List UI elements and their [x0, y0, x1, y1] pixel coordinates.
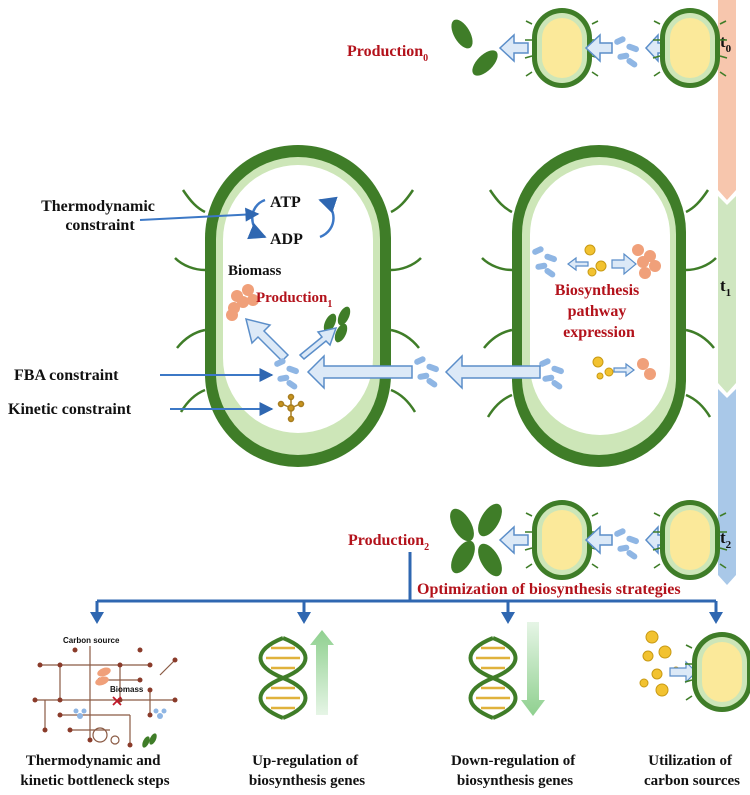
constraint-labels: Thermodynamic constraint FBA constraint …: [8, 198, 274, 418]
product-ellipses-bottom: [450, 503, 502, 577]
bottom-row: Production2 Optimization of biosynthesis…: [348, 499, 728, 598]
thermo-pointer: [139, 207, 260, 222]
pathway-expression-label: Biosynthesis pathway expression: [555, 282, 643, 341]
up-arrow-icon: [310, 630, 334, 715]
cell-right-flagella: [481, 189, 717, 418]
timeline: t0 t1 t2: [718, 0, 736, 585]
adp-label: ADP: [270, 231, 303, 248]
production-0-label: Production0: [347, 43, 428, 64]
strategy-caption-2: Up-regulation of biosynthesis genes: [249, 753, 365, 789]
strategy-branches: [95, 552, 718, 614]
timeline-label-t0: t0: [720, 32, 732, 55]
atp-label: ATP: [270, 194, 301, 211]
biomass-blobs: [226, 284, 259, 321]
metabolic-network-icon: Carbon source: [32, 636, 178, 748]
strategy-caption-4: Utilization of carbon sources: [644, 753, 740, 789]
down-regulation-icon: [468, 622, 545, 720]
thermo-constraint-label: Thermodynamic constraint: [41, 198, 159, 234]
cell-right: Biosynthesis pathway expression: [481, 145, 717, 467]
network-biomass-label: Biomass: [110, 685, 144, 694]
blue-substrate-top: [613, 35, 640, 69]
carbon-utilization-icon: [639, 630, 750, 713]
hollow-arrow-bottom-1: [498, 525, 529, 555]
uptake-arrow: [669, 660, 697, 684]
timeline-segment-t1: [718, 196, 736, 393]
bacterium-top-right: [652, 7, 728, 89]
kinetic-constraint-label: Kinetic constraint: [8, 401, 132, 418]
strategy-branch-heads: [90, 612, 723, 624]
hollow-arrow-bottom-2: [584, 525, 613, 555]
network-carbon-source-label: Carbon source: [63, 636, 120, 645]
timeline-segment-t2: [718, 389, 736, 585]
bottleneck-x-icon: [112, 696, 122, 706]
hollow-arrow-intercell-left: [306, 354, 413, 390]
kinetic-molecule: [277, 393, 305, 423]
down-arrow-icon: [521, 622, 545, 716]
biomass-label: Biomass: [228, 263, 282, 279]
atp-cycle-arrow-right: [318, 196, 338, 239]
pathway-bottom-molecules: [538, 356, 656, 391]
up-regulation-icon: [258, 630, 334, 720]
bacterium-utilization: [684, 631, 750, 713]
fba-constraint-label: FBA constraint: [14, 367, 119, 384]
carbon-source-circles: [639, 630, 680, 697]
cell-left: ATP ADP Biomass Production1: [174, 145, 422, 467]
product-ellipses-cell: [323, 306, 351, 343]
blue-substrate-bottom: [613, 527, 640, 561]
production-1-label: Production1: [256, 290, 332, 310]
timeline-segment-t0: [718, 0, 736, 200]
bacterium-bottom-right: [652, 499, 728, 581]
product-ellipses-top: [451, 19, 498, 76]
optimization-label: Optimization of biosynthesis strategies: [417, 581, 681, 598]
blue-substrate-between: [413, 355, 440, 389]
dna-helix-up: [258, 636, 308, 720]
dna-helix-down: [468, 636, 518, 720]
production-2-label: Production2: [348, 532, 429, 553]
timeline-label-t1: t1: [720, 276, 731, 299]
timeline-label-t2: t2: [720, 528, 732, 551]
strategy-captions: Thermodynamic and kinetic bottleneck ste…: [20, 753, 740, 789]
top-row: Production0: [347, 7, 728, 89]
hollow-arrow-to-product: [298, 326, 338, 361]
network-blue-molecules: [73, 708, 167, 719]
network-green-product: [142, 733, 157, 748]
intercell-transfer: [306, 354, 541, 390]
hollow-arrow-top-2: [584, 33, 613, 63]
pathway-top-molecules: [531, 244, 661, 279]
hollow-arrow-to-biomass: [244, 317, 290, 363]
strategy-caption-1: Thermodynamic and kinetic bottleneck ste…: [20, 753, 169, 789]
strategy-caption-3: Down-regulation of biosynthesis genes: [451, 753, 579, 789]
hollow-arrow-top-1: [498, 33, 529, 63]
hollow-arrow-intercell-right: [444, 354, 541, 390]
